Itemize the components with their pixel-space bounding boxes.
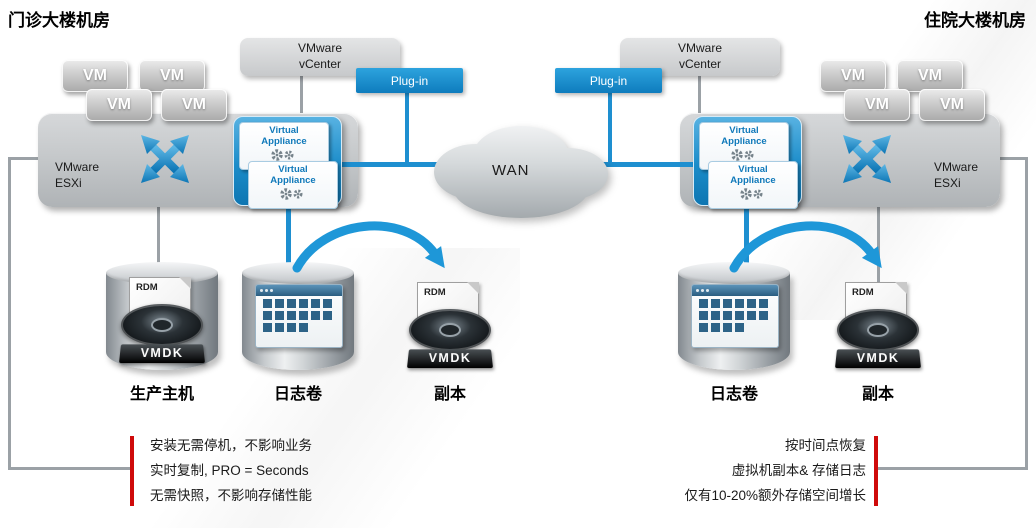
vmdk-banner: VMDK [406, 349, 494, 369]
vm-box: VM [86, 89, 152, 121]
connector-right-outer-vertical [1025, 157, 1028, 470]
label-log-left: 日志卷 [273, 386, 322, 403]
rdm-label: RDM [424, 287, 446, 298]
connector-left-outer-top [8, 157, 38, 160]
connector-esxi-production [157, 205, 160, 265]
notes-left: 安装无需停机，不影响业务 实时复制, PRO = Seconds 无需快照，不影… [150, 433, 490, 508]
vm-box: VM [844, 89, 910, 121]
log-grid-row [263, 311, 332, 320]
note-line: 按时间点恢复 [785, 438, 866, 453]
note-line: 无需快照，不影响存储性能 [150, 488, 312, 503]
log-grid-row [699, 299, 768, 308]
log-grid-row [263, 299, 332, 308]
disk-platter [121, 304, 203, 346]
connector-left-outer-vertical [8, 157, 11, 470]
disk-platter [837, 309, 919, 351]
log-window-titlebar [692, 285, 778, 296]
replica-vmdk-icon-left: RDM VMDK [406, 282, 494, 369]
log-grid-row [699, 323, 744, 332]
vmdk-banner: VMDK [834, 349, 922, 369]
note-line: 实时复制, PRO = Seconds [150, 463, 309, 478]
connector-right-outer-bottom [877, 467, 1028, 470]
virtual-appliance-label: Virtual Appliance [270, 164, 316, 186]
vcenter-label-left: VMware vCenter [297, 41, 342, 71]
connector-vcenter-left [300, 74, 303, 116]
vm-box: VM [919, 89, 985, 121]
gears-icon [271, 149, 294, 161]
connector-vcenter-right [698, 74, 701, 116]
vm-box: VM [139, 60, 205, 92]
vswitch-icon-left [141, 135, 189, 183]
label-replica-right: 副本 [861, 386, 894, 403]
rdm-label: RDM [852, 287, 874, 298]
disk-platter [409, 309, 491, 351]
vm-box: VM [62, 60, 128, 92]
virtual-appliance-label: Virtual Appliance [721, 125, 767, 147]
esxi-label-left: VMware ESXi [55, 160, 100, 191]
cylinder-top [242, 262, 354, 284]
virtual-appliance-group-right: Virtual Appliance Virtual Appliance [693, 116, 802, 209]
note-line: 仅有10-20%额外存储空间增长 [684, 488, 866, 503]
vcenter-box-right: VMware vCenter [620, 38, 780, 76]
log-grid-row [263, 323, 308, 332]
connector-appliance-log-right [744, 200, 749, 264]
log-grid-row [699, 311, 768, 320]
connector-esxi-replica-right [877, 205, 880, 285]
vmdk-banner: VMDK [118, 344, 206, 364]
replica-vmdk-icon-right: RDM VMDK [834, 282, 922, 369]
site-title-right: 住院大楼机房 [924, 11, 1026, 30]
rdm-label: RDM [136, 282, 158, 293]
wan-label: WAN [492, 162, 530, 179]
plugin-badge-right: Plug-in [555, 68, 662, 93]
wan-cloud [434, 126, 608, 218]
vm-box: VM [161, 89, 227, 121]
virtual-appliance-group-left: Virtual Appliance Virtual Appliance [233, 116, 342, 209]
log-volume-icon [691, 284, 779, 348]
vm-box: VM [820, 60, 886, 92]
label-replica-left: 副本 [433, 386, 466, 403]
log-volume-icon [255, 284, 343, 348]
virtual-appliance-card: Virtual Appliance [248, 161, 338, 209]
plugin-badge-left: Plug-in [356, 68, 463, 93]
log-window-titlebar [256, 285, 342, 296]
label-production: 生产主机 [129, 386, 194, 403]
cylinder-log-right [678, 262, 790, 370]
label-log-right: 日志卷 [709, 386, 758, 403]
connector-left-outer-bottom [8, 467, 130, 470]
cylinder-production: RDM VMDK [106, 262, 218, 370]
note-line: 安装无需停机，不影响业务 [150, 438, 312, 453]
replication-arrow-right [729, 221, 882, 273]
notes-right: 按时间点恢复 虚拟机副本& 存储日志 仅有10-20%额外存储空间增长 [446, 433, 866, 508]
virtual-appliance-card: Virtual Appliance [708, 161, 798, 209]
virtual-appliance-label: Virtual Appliance [730, 164, 776, 186]
site-title-left: 门诊大楼机房 [8, 11, 110, 30]
note-line: 虚拟机副本& 存储日志 [731, 463, 866, 478]
connector-right-outer-top [998, 157, 1028, 160]
replication-arrow-left [292, 221, 445, 273]
connector-appliance-log-left [286, 200, 291, 264]
gears-icon [280, 188, 303, 200]
connector-plugin-left [405, 93, 409, 164]
vcenter-label-right: VMware vCenter [677, 41, 722, 71]
vswitch-icon-right [843, 135, 891, 183]
virtual-appliance-label: Virtual Appliance [261, 125, 307, 147]
gears-icon [731, 149, 754, 161]
esxi-label-right: VMware ESXi [934, 160, 979, 191]
vmdk-disk-icon: RDM VMDK [118, 277, 206, 364]
connector-plugin-right [608, 93, 612, 164]
vm-box: VM [897, 60, 963, 92]
note-accent-bar-left [130, 436, 134, 506]
note-accent-bar-right [874, 436, 878, 506]
gears-icon [740, 188, 763, 200]
cylinder-log-left [242, 262, 354, 370]
cylinder-top [678, 262, 790, 284]
